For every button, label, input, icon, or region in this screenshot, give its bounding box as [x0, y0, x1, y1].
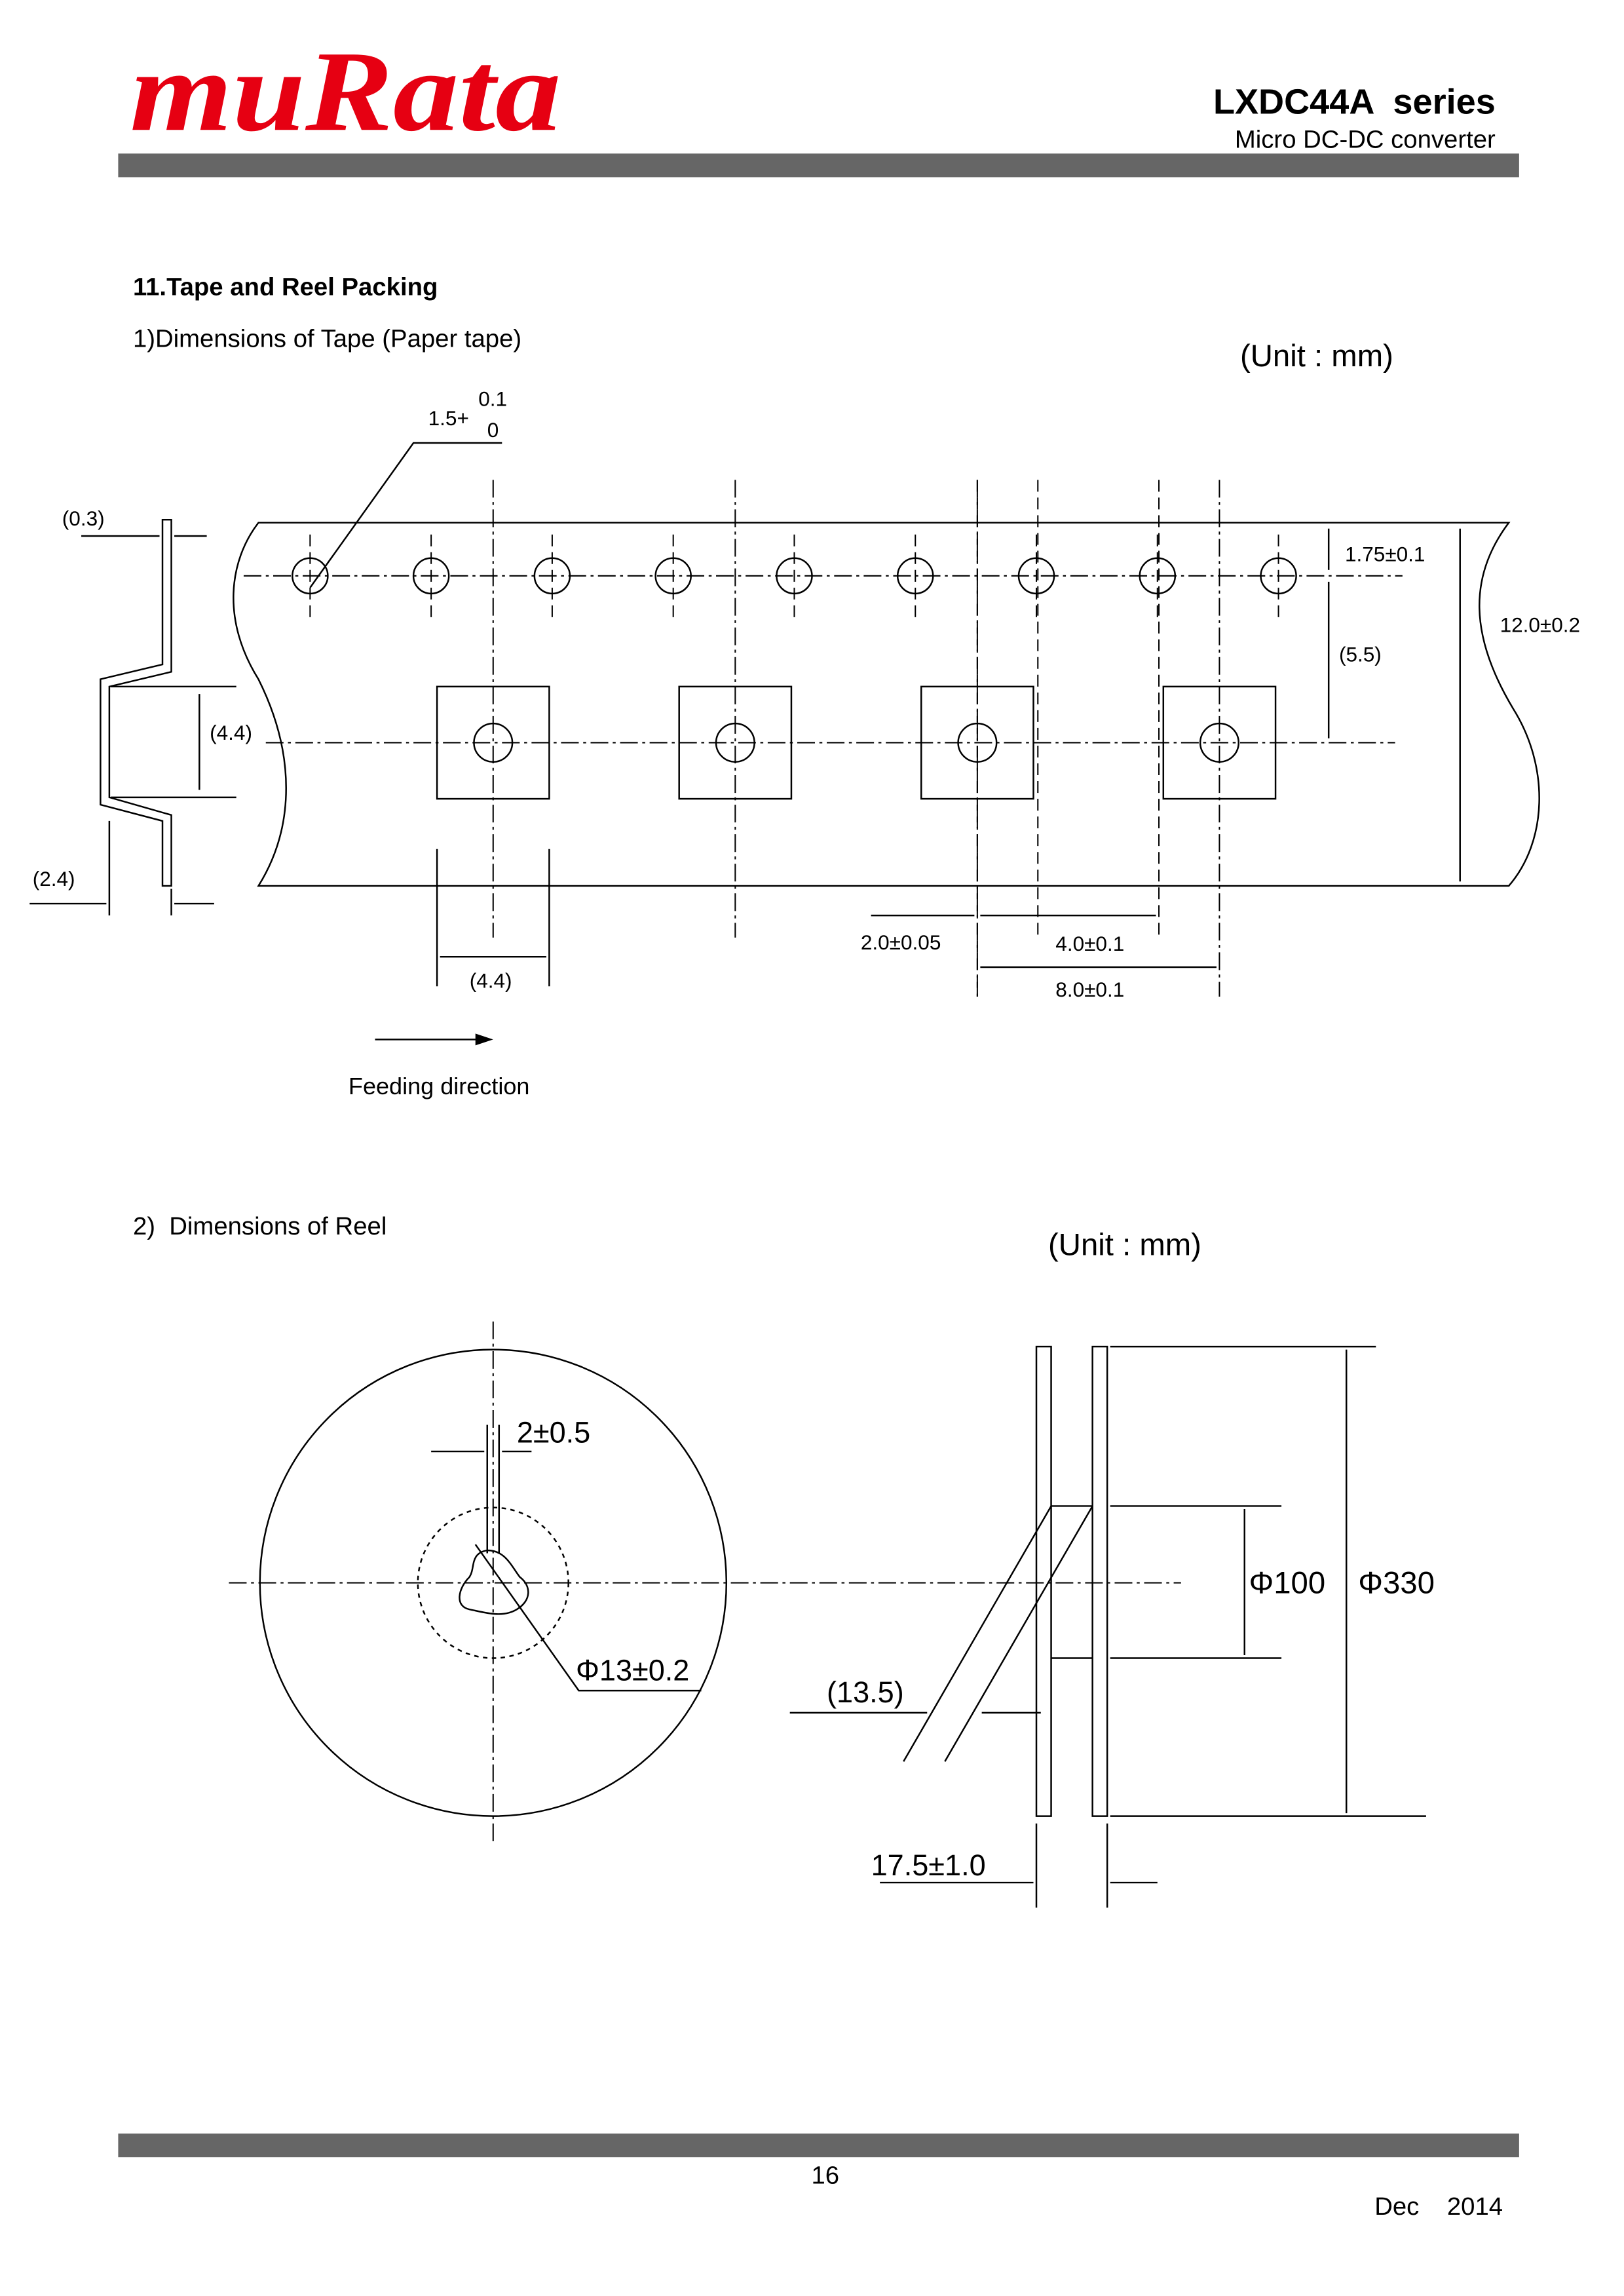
murata-logo: muRata — [130, 28, 561, 155]
hub-hole-label: Φ13±0.2 — [576, 1653, 689, 1687]
offset-label: (13.5) — [827, 1675, 904, 1709]
footer-date: Dec 2014 — [1374, 2192, 1503, 2221]
hole-dia-upper: 0.1 — [478, 387, 507, 411]
edge-to-hole-label: 1.75±0.1 — [1345, 542, 1426, 565]
reel-drawing: 2±0.5 Φ13±0.2 Φ100 Φ330 (13.5) 17.5±1.0 — [229, 1321, 1435, 1908]
reel-unit: (Unit : mm) — [1048, 1227, 1201, 1262]
feeding-direction-label: Feeding direction — [349, 1073, 530, 1100]
page-number: 16 — [811, 2162, 839, 2190]
pocket-pitch-label: 8.0±0.1 — [1055, 978, 1124, 1001]
hole-to-pocket-label: (5.5) — [1339, 643, 1382, 666]
reel-heading: 2) Dimensions of Reel — [133, 1212, 387, 1240]
hole-pitch-label: 4.0±0.1 — [1055, 932, 1124, 955]
pocket-width-label: (4.4) — [470, 969, 512, 993]
hole-dia-lower: 0 — [487, 418, 499, 442]
thickness-label: (0.3) — [62, 507, 105, 530]
section-title: 11.Tape and Reel Packing — [133, 273, 438, 301]
tape-width-label: 12.0±0.2 — [1500, 613, 1581, 636]
tape-drawing: 1.5+ 0.1 0 (0.3) (4.4) (2.4) (4.4) 1.75±… — [29, 387, 1580, 1100]
series-title: LXDC44A series — [1213, 83, 1496, 122]
footer-bar — [118, 2133, 1519, 2158]
tape-unit: (Unit : mm) — [1240, 339, 1393, 373]
hub-dia-label: Φ100 — [1249, 1565, 1325, 1600]
series-subtitle: Micro DC-DC converter — [1235, 125, 1496, 153]
hole-dia-label: 1.5+ — [428, 406, 469, 430]
slot-label: 2±0.5 — [517, 1416, 590, 1449]
header-bar — [118, 153, 1519, 178]
reel-width-label: 17.5±1.0 — [871, 1848, 986, 1882]
reel-dia-label: Φ330 — [1358, 1565, 1435, 1600]
tape-heading: 1)Dimensions of Tape (Paper tape) — [133, 325, 521, 353]
hole-pocket-pitch-label: 2.0±0.05 — [861, 930, 941, 954]
overall-thickness-label: (2.4) — [33, 867, 75, 890]
pocket-depth-label: (4.4) — [210, 721, 252, 744]
